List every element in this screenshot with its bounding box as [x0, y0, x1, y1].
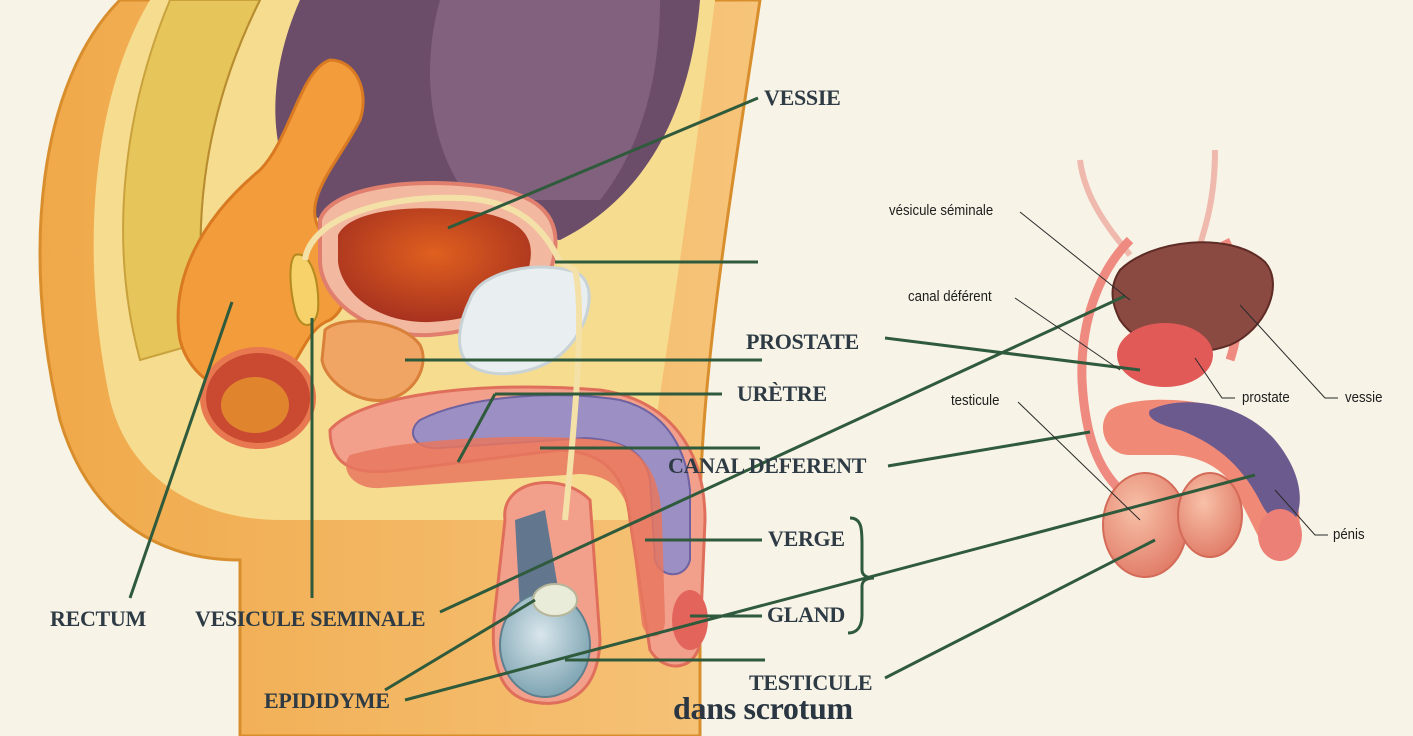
verge-gland-bracket: [847, 516, 875, 635]
inset-label-canal-deferent: canal déférent: [908, 288, 992, 305]
inset-leader-lines: [1014, 211, 1338, 536]
pubic-bone: [458, 265, 591, 376]
label-epididyme: EPIDIDYME: [264, 688, 390, 713]
label-rectum: RECTUM: [50, 606, 146, 631]
leader-vesicule-right: [439, 294, 1126, 614]
inset-label-vessie: vessie: [1345, 389, 1383, 406]
inset-leader-testicule: [1017, 401, 1141, 521]
inset-illustration: [1077, 149, 1302, 578]
label-testicule: TESTICULE: [749, 670, 873, 695]
prostate-shape: [320, 319, 425, 402]
leader-testicule-right: [884, 538, 1156, 680]
inset-leader-prostate: [1194, 357, 1235, 399]
inset-leader-vessie: [1239, 304, 1338, 399]
leader-vessie: [447, 96, 759, 230]
inset-leader-canal: [1014, 297, 1121, 371]
leader-epididyme-left: [384, 598, 536, 692]
inset-leader-vesicule: [1019, 211, 1131, 301]
label-dans-scrotum: dans scrotum: [673, 690, 853, 726]
inset-label-vesicule-seminale: vésicule séminale: [889, 202, 994, 219]
label-uretre: URÈTRE: [737, 381, 827, 406]
label-verge: VERGE: [768, 526, 845, 551]
vas-deferens-tube: [302, 194, 583, 521]
inset-label-testicule: testicule: [951, 392, 1000, 409]
label-vessie: VESSIE: [764, 85, 841, 110]
label-vesicule-seminale: VESICULE SEMINALE: [195, 606, 426, 631]
inset-label-prostate: prostate: [1242, 389, 1290, 406]
leader-rectum: [128, 301, 234, 599]
label-gland: GLAND: [767, 602, 845, 627]
label-canal-deferent: CANAL DEFERENT: [668, 453, 867, 478]
leader-uretre-tip: [456, 393, 497, 463]
leader-canal-right: [887, 430, 1091, 468]
inset-label-penis: pénis: [1333, 526, 1365, 543]
leader-prostate-right: [884, 336, 1141, 372]
leader-epididyme-right: [404, 473, 1256, 702]
scrotum-shape: [491, 481, 602, 705]
inset-leader-penis: [1274, 489, 1328, 536]
seminal-vesicle-shape: [289, 253, 320, 326]
label-prostate: PROSTATE: [746, 329, 859, 354]
main-leader-lines: [128, 96, 1256, 702]
